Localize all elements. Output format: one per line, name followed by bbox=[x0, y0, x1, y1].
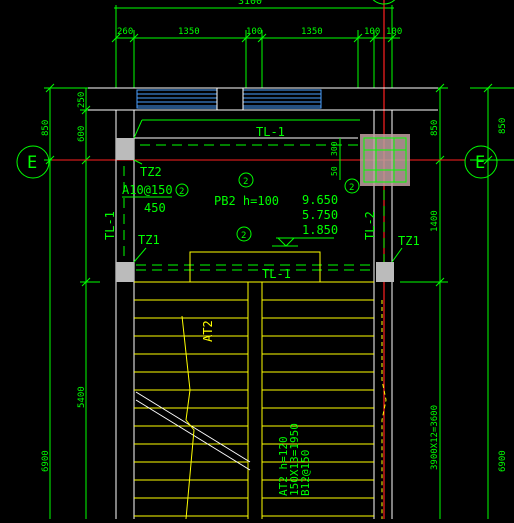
dim-100-c-text: 100 bbox=[386, 27, 402, 37]
axis-bubble-top bbox=[372, 0, 396, 5]
stair-treads bbox=[134, 299, 374, 517]
axis-bubble-left[interactable] bbox=[16, 145, 50, 179]
column-tz1-right-label[interactable]: TZ1 bbox=[398, 234, 420, 248]
left-dim-5400: 5400 bbox=[77, 386, 87, 408]
slab-pb2-label[interactable]: PB2 h=100 bbox=[214, 194, 279, 208]
column-tz1-right-leader bbox=[391, 247, 403, 263]
column-tz2-leader bbox=[133, 159, 143, 165]
left-dimension-chain bbox=[44, 83, 100, 519]
stair-break-right bbox=[381, 300, 387, 519]
level-5750: 5.750 bbox=[302, 208, 338, 222]
level-9650: 9.650 bbox=[302, 193, 338, 207]
beam-tl1-top-diag bbox=[133, 119, 143, 139]
slab-circle-c bbox=[344, 178, 360, 194]
beam-tl2-right-label[interactable]: TL-2 bbox=[363, 211, 377, 240]
dim-100-b-text: 100 bbox=[364, 27, 380, 37]
slab-rebar-circle-label: 2 bbox=[179, 187, 184, 197]
beam-tl1-bottom-label[interactable]: TL-1 bbox=[262, 267, 291, 281]
column-top-right[interactable] bbox=[360, 134, 410, 186]
slab-rebar-text: A10@150 bbox=[122, 183, 173, 197]
right-dimension-chain bbox=[400, 83, 514, 519]
far-right-dim-850: 850 bbox=[498, 118, 508, 134]
slab-rebar-circle bbox=[175, 183, 189, 197]
column-tz1-left[interactable] bbox=[116, 262, 134, 282]
stair-at2-info-line2: 150X13=1950 bbox=[288, 423, 301, 496]
window-hatch bbox=[136, 89, 322, 109]
column-tz1-left-leader bbox=[133, 247, 147, 263]
left-dim-850: 850 bbox=[41, 120, 51, 136]
stair-at2-top-label[interactable]: AT2 bbox=[201, 320, 215, 342]
column-tz1-left-label[interactable]: TZ1 bbox=[138, 233, 160, 247]
slab-circle-b bbox=[236, 226, 252, 242]
slab-circle-a bbox=[238, 172, 254, 188]
right-dim-850: 850 bbox=[430, 120, 440, 136]
stair-break-zigzag bbox=[181, 315, 195, 520]
dim-100-a-text: 100 bbox=[246, 27, 262, 37]
axis-bubble-left-label: E bbox=[27, 153, 37, 173]
window-mullion bbox=[216, 87, 244, 111]
beam-tl1-left-label[interactable]: TL-1 bbox=[103, 211, 117, 240]
right-dim-3600: 3900X12=3600 bbox=[430, 405, 440, 470]
beam-tl1-top-label[interactable]: TL-1 bbox=[256, 125, 285, 139]
column-tz2-top-left[interactable] bbox=[116, 138, 134, 160]
level-1850: 1.850 bbox=[302, 223, 338, 237]
stair-at2-info-line1: AT2 h=120 bbox=[277, 436, 290, 496]
slab-circle-c-label: 2 bbox=[349, 183, 354, 193]
axis-bubble-right-label: E bbox=[475, 153, 485, 173]
level-triangle bbox=[277, 237, 295, 247]
overall-dimension-text: 3100 bbox=[238, 0, 262, 7]
stair-break-line bbox=[135, 391, 251, 471]
slab-width-text: 450 bbox=[144, 201, 166, 215]
column-tz1-right[interactable] bbox=[376, 262, 394, 282]
right-dim-1400: 1400 bbox=[430, 210, 440, 232]
column-tz2-label[interactable]: TZ2 bbox=[140, 165, 162, 179]
small-dim-50: 50 bbox=[330, 166, 339, 176]
left-dim-6900: 6900 bbox=[41, 450, 51, 472]
stair-at2-info-line3: B12@150 bbox=[299, 450, 312, 496]
far-right-dim-6900: 6900 bbox=[498, 450, 508, 472]
left-dim-600: 600 bbox=[77, 126, 87, 142]
slab-circle-b-label: 2 bbox=[241, 231, 246, 241]
wall-outline bbox=[88, 87, 438, 519]
axis-bubble-right[interactable] bbox=[464, 145, 498, 179]
stair-outline bbox=[134, 251, 374, 519]
top-dimension-chain bbox=[111, 5, 400, 88]
slab-circle-a-label: 2 bbox=[243, 177, 248, 187]
dim-1350-left-text: 1350 bbox=[178, 27, 200, 37]
dim-260-text: 260 bbox=[117, 27, 133, 37]
column-top-right-rebar bbox=[363, 137, 407, 183]
beam-lines bbox=[123, 144, 385, 271]
dim-1350-right-text: 1350 bbox=[301, 27, 323, 37]
left-dim-250: 250 bbox=[77, 92, 87, 108]
small-dim-300: 300 bbox=[330, 141, 339, 156]
